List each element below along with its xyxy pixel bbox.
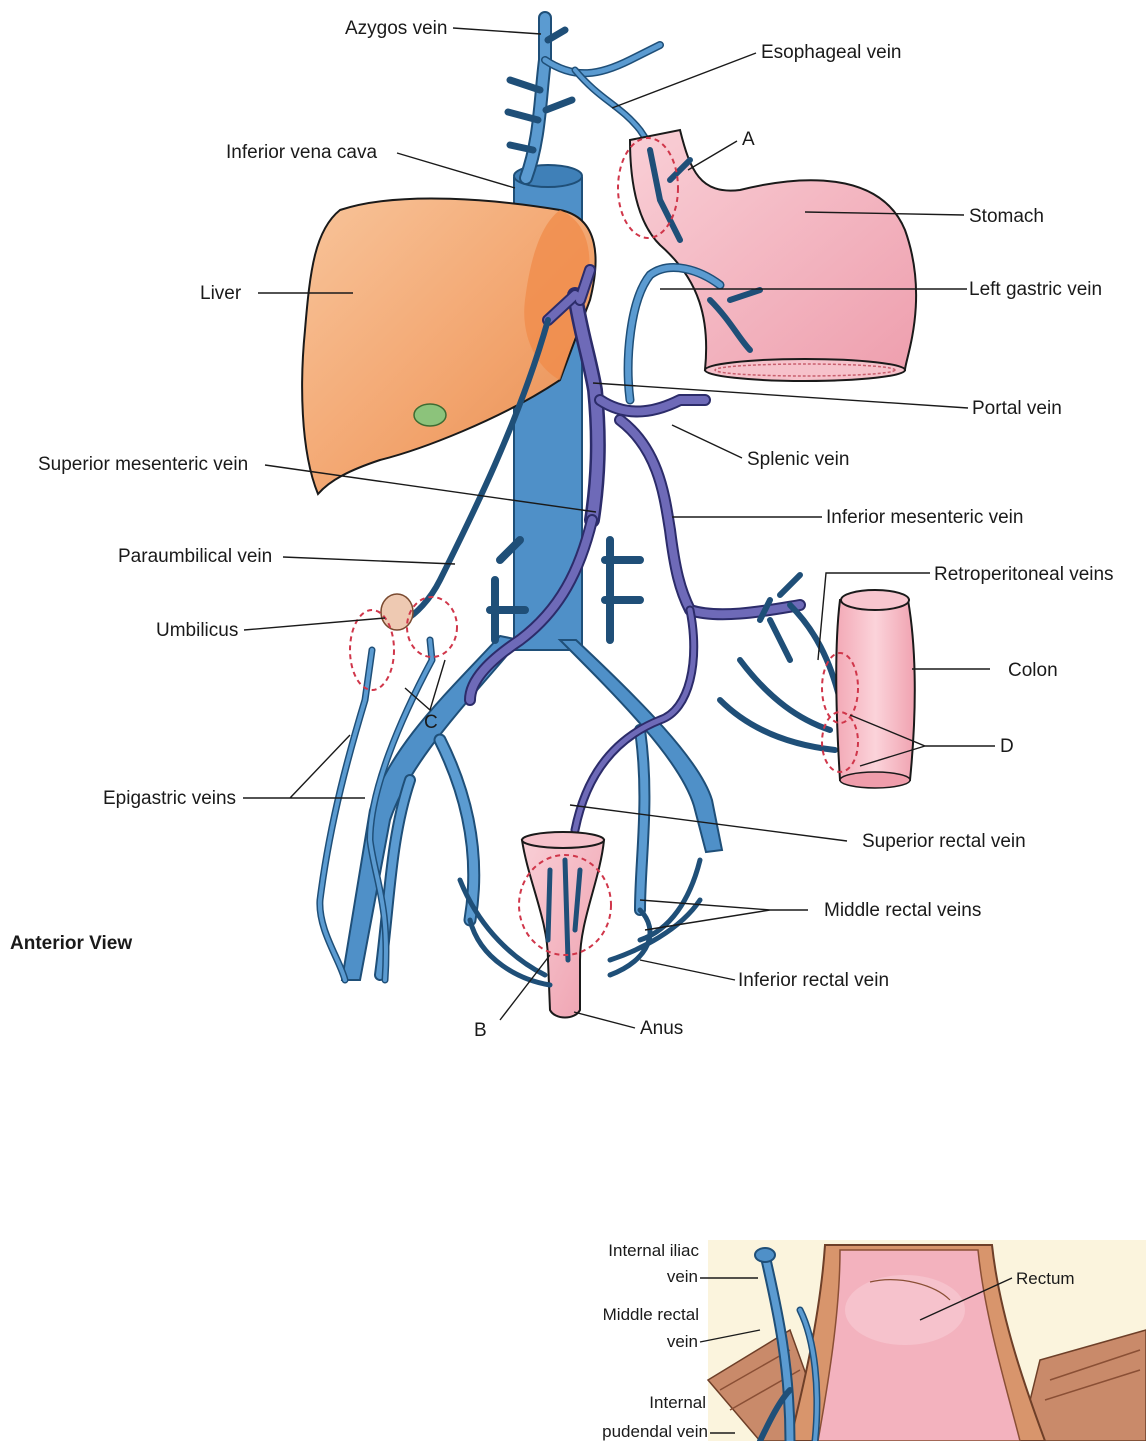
label-portal-vein: Portal vein bbox=[972, 398, 1062, 419]
colon bbox=[836, 590, 915, 788]
label-stomach: Stomach bbox=[969, 206, 1044, 227]
inset-label-middle-rectal-2: vein bbox=[667, 1332, 698, 1351]
stomach bbox=[630, 130, 916, 381]
label-liver: Liver bbox=[200, 283, 242, 304]
inset-label-internal-pudendal-2: pudendal vein bbox=[602, 1422, 708, 1441]
label-umbilicus: Umbilicus bbox=[156, 620, 238, 641]
label-middle-rectal-veins: Middle rectal veins bbox=[824, 900, 981, 921]
label-esophageal-vein: Esophageal vein bbox=[761, 42, 902, 63]
label-paraumbilical-vein: Paraumbilical vein bbox=[118, 546, 272, 567]
label-left-gastric-vein: Left gastric vein bbox=[969, 279, 1102, 300]
inset-label-rectum: Rectum bbox=[1016, 1269, 1075, 1288]
label-colon: Colon bbox=[1008, 660, 1058, 681]
label-splenic-vein: Splenic vein bbox=[747, 449, 849, 470]
label-anterior-view: Anterior View bbox=[10, 933, 132, 954]
label-anus: Anus bbox=[640, 1018, 683, 1039]
inset-label-internal-pudendal-1: Internal bbox=[649, 1393, 706, 1412]
label-d: D bbox=[1000, 736, 1014, 757]
label-azygos-vein: Azygos vein bbox=[345, 18, 447, 39]
inset-label-middle-rectal-1: Middle rectal bbox=[603, 1305, 699, 1324]
label-b: B bbox=[474, 1020, 487, 1041]
label-superior-mesenteric-vein: Superior mesenteric vein bbox=[38, 454, 248, 475]
label-retroperitoneal-veins: Retroperitoneal veins bbox=[934, 564, 1114, 585]
inset-label-internal-iliac-1: Internal iliac bbox=[608, 1241, 699, 1260]
label-c: C bbox=[424, 712, 438, 733]
umbilicus bbox=[381, 594, 413, 630]
inset-label-internal-iliac-2: vein bbox=[667, 1267, 698, 1286]
label-inferior-vena-cava: Inferior vena cava bbox=[226, 142, 377, 163]
rectum-inset bbox=[700, 1240, 1146, 1441]
label-a: A bbox=[742, 129, 755, 150]
label-inferior-mesenteric-vein: Inferior mesenteric vein bbox=[826, 507, 1023, 528]
label-superior-rectal-vein: Superior rectal vein bbox=[862, 831, 1026, 852]
label-inferior-rectal-vein: Inferior rectal vein bbox=[738, 970, 889, 991]
label-epigastric-veins: Epigastric veins bbox=[103, 788, 236, 809]
